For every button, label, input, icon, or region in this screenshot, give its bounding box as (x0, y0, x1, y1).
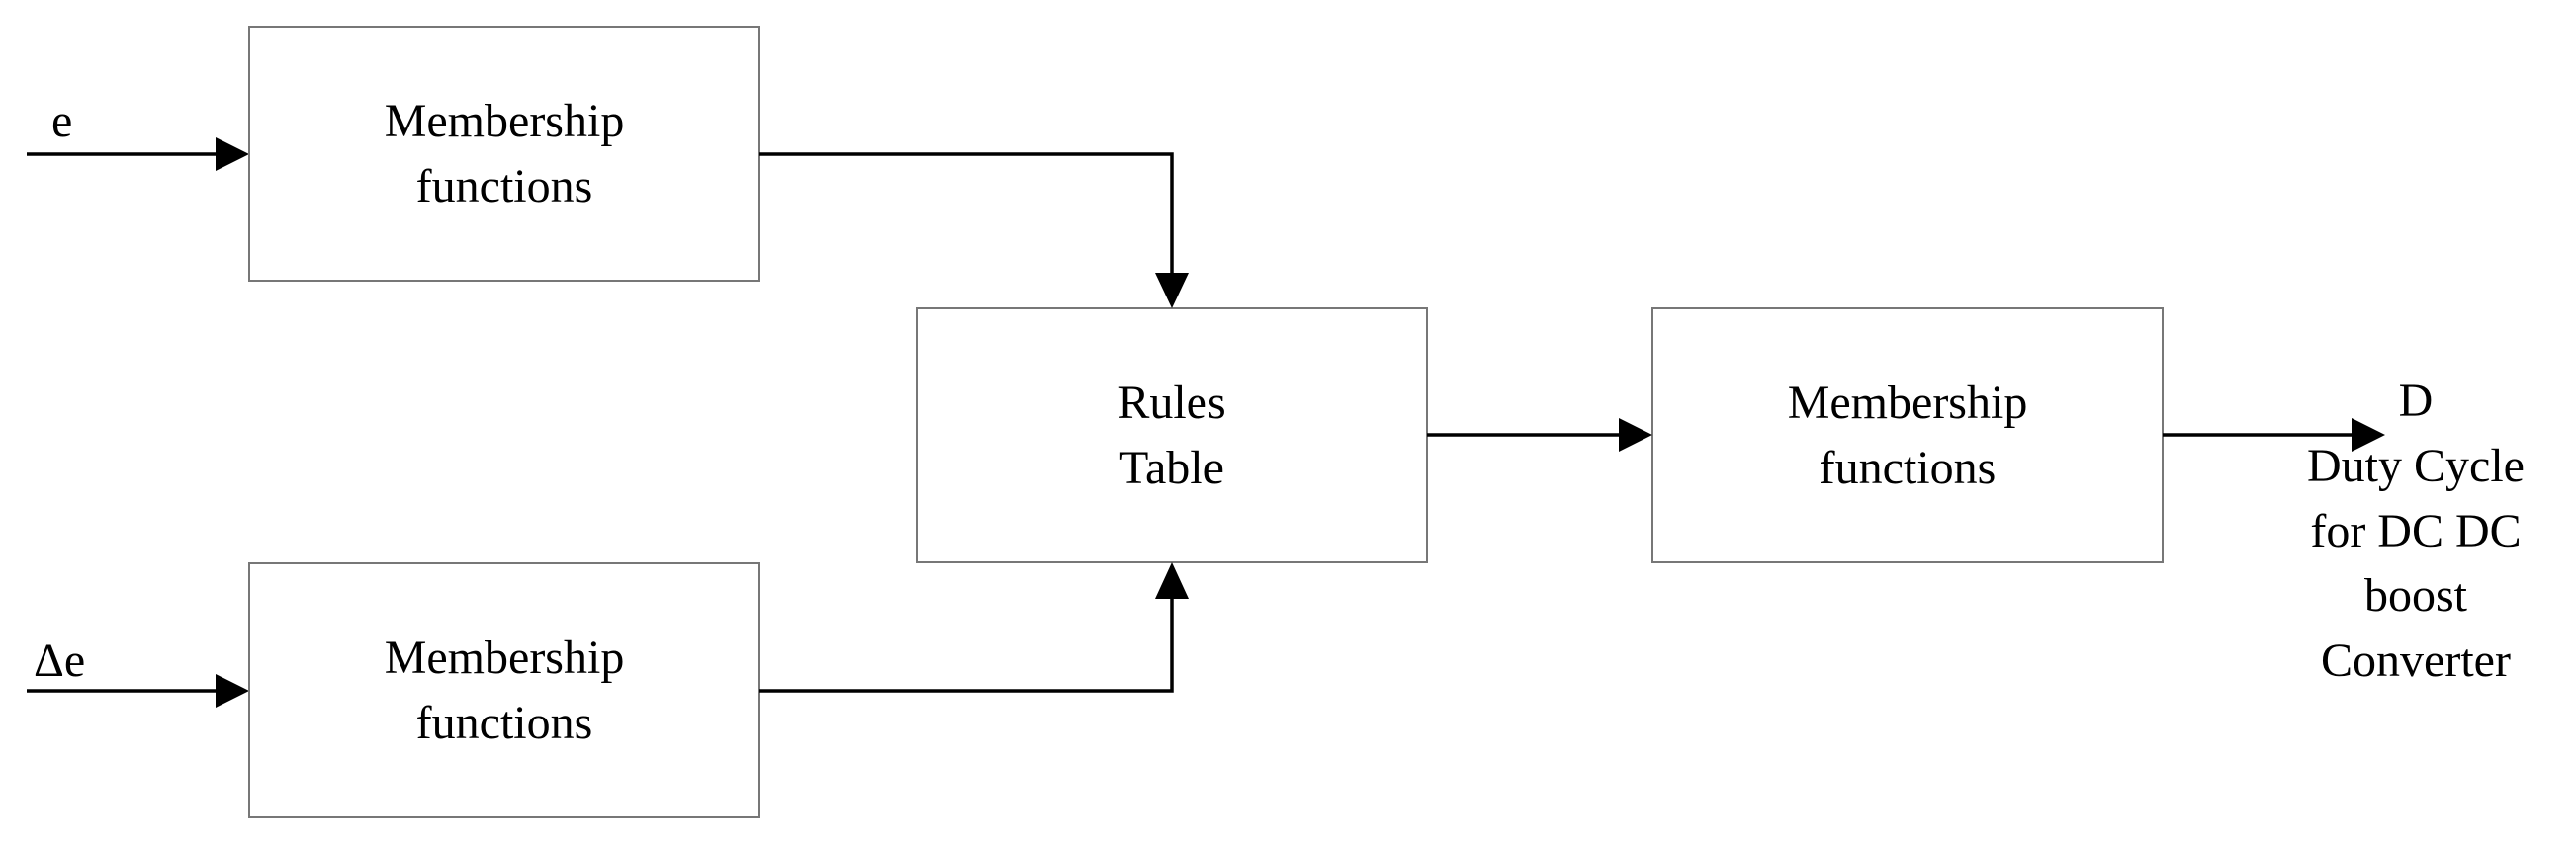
output-description-line2: for DC DC (2310, 505, 2521, 557)
connector-mf-delta-e-to-rules-arrowhead (1155, 562, 1189, 599)
membership-functions-delta-e-block: Membership functions (248, 562, 760, 818)
output-d-symbol: D (2399, 375, 2434, 427)
rules-table-box (916, 307, 1428, 563)
connector-rules-to-mf-output (1427, 418, 1652, 452)
membership-functions-output-line1: Membership (1788, 377, 2028, 429)
membership-functions-output-line2: functions (1820, 442, 1997, 494)
input-e: e (27, 95, 249, 171)
input-delta-e-label: Δe (34, 634, 85, 687)
connector-mf-e-to-rules-line (759, 152, 1174, 275)
input-e-label: e (51, 95, 72, 147)
rules-table-line2: Table (1119, 442, 1224, 494)
membership-functions-delta-e-line2: functions (416, 697, 593, 749)
membership-functions-e-box (248, 26, 760, 282)
membership-functions-e-line2: functions (416, 160, 593, 212)
output-description-line3: boost (2364, 569, 2468, 622)
input-e-arrowhead (216, 137, 249, 171)
output-description-line4: Converter (2321, 634, 2511, 687)
connector-rules-to-mf-output-arrowhead (1619, 418, 1652, 452)
input-delta-e: Δe (27, 634, 249, 708)
membership-functions-e-line1: Membership (385, 95, 625, 147)
connector-mf-delta-e-to-rules (759, 562, 1189, 693)
connector-mf-delta-e-to-rules-line (759, 597, 1174, 693)
connector-mf-e-to-rules (759, 152, 1189, 308)
input-delta-e-arrowhead (216, 674, 249, 708)
rules-table-block: Rules Table (916, 307, 1428, 563)
output-description-line1: Duty Cycle (2307, 440, 2525, 492)
output-d: D Duty Cycle for DC DC boost Converter (2163, 375, 2525, 687)
rules-table-line1: Rules (1117, 377, 1225, 429)
connector-mf-e-to-rules-arrowhead (1155, 273, 1189, 308)
membership-functions-delta-e-box (248, 562, 760, 818)
output-d-arrowhead (2352, 418, 2385, 452)
membership-functions-delta-e-line1: Membership (385, 632, 625, 684)
membership-functions-e-block: Membership functions (248, 26, 760, 282)
membership-functions-output-box (1651, 307, 2164, 563)
membership-functions-output-block: Membership functions (1651, 307, 2164, 563)
